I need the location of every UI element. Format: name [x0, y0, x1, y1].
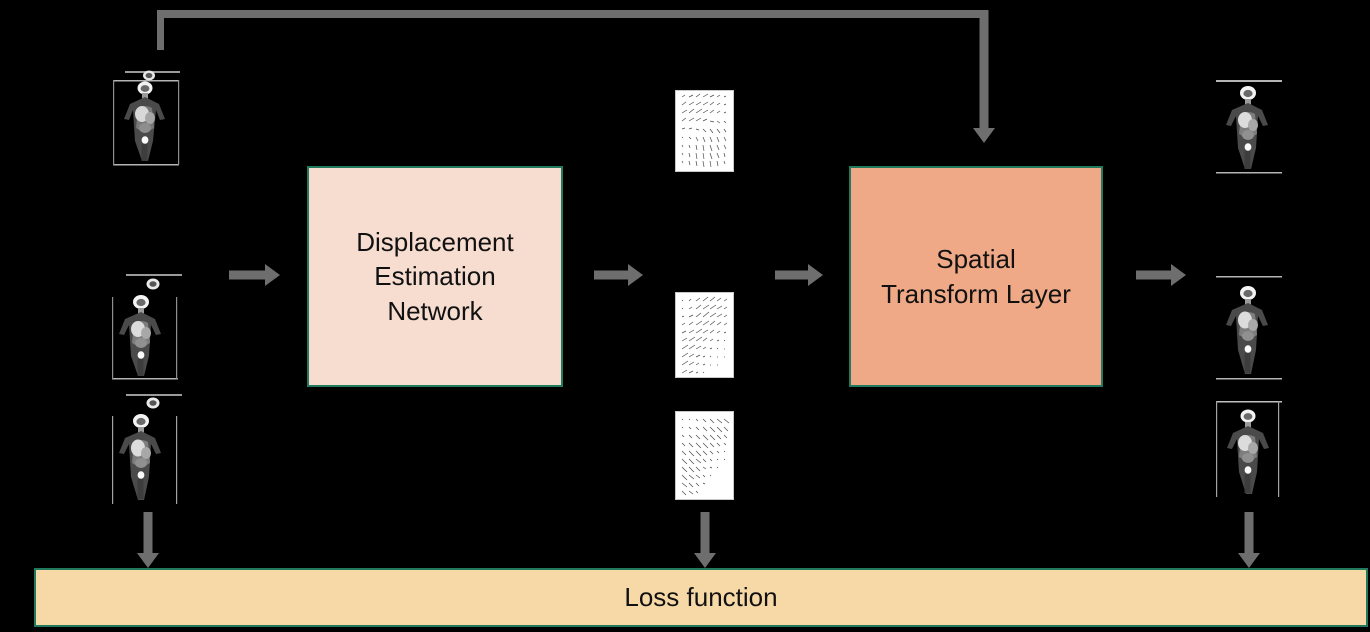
loss-function-label: Loss function: [624, 582, 778, 613]
arrow-transform-to-output: [1136, 264, 1186, 286]
arrow-fields-to-transform: [775, 264, 823, 286]
displacement-field-middle: [675, 292, 734, 378]
feedback-loop-input-to-transform: [973, 10, 995, 143]
loss-function-box[interactable]: Loss function: [34, 568, 1368, 627]
input-scan-middle: [106, 264, 192, 386]
displacement-estimation-network-label: Displacement Estimation Network: [356, 227, 514, 326]
output-scan-bottom: [1208, 396, 1290, 506]
displacement-estimation-network-box[interactable]: Displacement Estimation Network: [307, 166, 563, 387]
spatial-transform-layer-box[interactable]: Spatial Transform Layer: [849, 166, 1103, 387]
feedback-horizontal-top-segment: [157, 10, 984, 18]
output-scan-middle: [1208, 270, 1290, 386]
input-scan-bottom: [106, 382, 192, 510]
arrow-input-to-loss: [137, 512, 159, 568]
arrow-fields-to-loss: [694, 512, 716, 568]
spatial-transform-layer-label: Spatial Transform Layer: [881, 244, 1071, 309]
input-scan-top: [108, 66, 190, 181]
displacement-field-top: [675, 90, 734, 172]
arrow-output-to-loss: [1238, 512, 1260, 568]
arrow-input-to-network: [229, 264, 280, 286]
feedback-vertical-left-segment: [157, 10, 164, 50]
displacement-field-bottom: [675, 411, 734, 500]
output-scan-top: [1208, 72, 1290, 182]
arrow-network-to-fields: [594, 264, 643, 286]
